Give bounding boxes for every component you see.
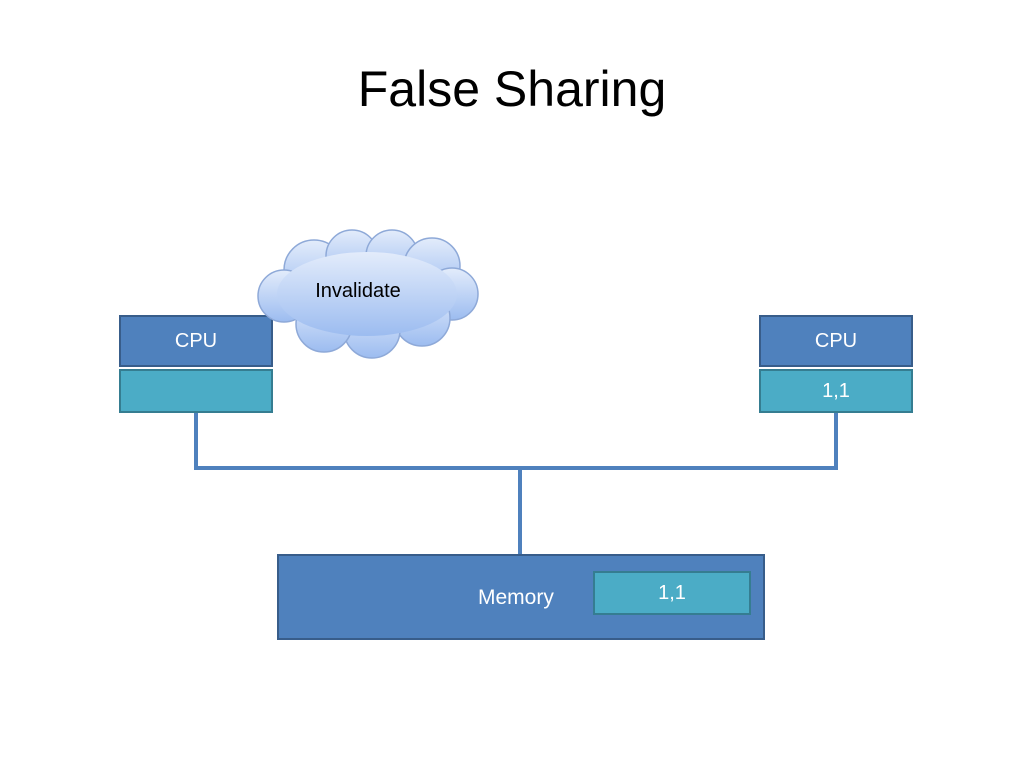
cloud-label: Invalidate	[315, 280, 401, 302]
cpu-left-cache	[119, 369, 273, 413]
cpu-right-cache-value: 1,1	[822, 379, 850, 402]
memory-label: Memory	[478, 586, 554, 609]
memory-cell-value: 1,1	[658, 581, 686, 604]
cpu-left-box: CPU	[119, 315, 273, 367]
cloud-icon	[257, 229, 479, 359]
cpu-right-label: CPU	[814, 329, 858, 352]
cpu-right-cache: 1,1	[759, 369, 913, 413]
slide-title: False Sharing	[357, 61, 667, 117]
cpu-left-label: CPU	[174, 329, 218, 352]
memory-cell: 1,1	[593, 571, 751, 615]
invalidate-cloud: Invalidate	[252, 226, 482, 366]
cpu-right-box: CPU	[759, 315, 913, 367]
